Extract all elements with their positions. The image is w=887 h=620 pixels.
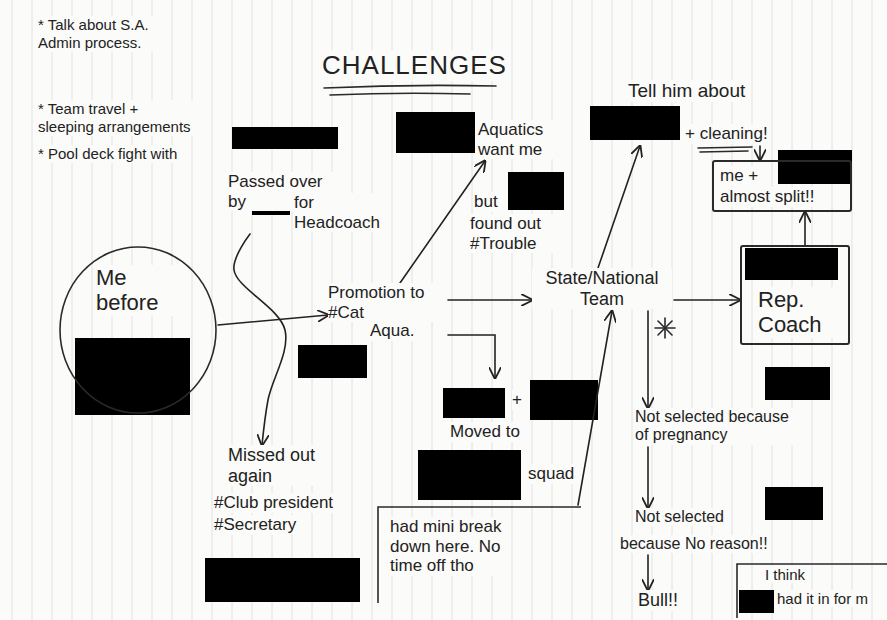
node-text: had it in for m: [777, 590, 868, 607]
bracket-line: [737, 564, 887, 618]
node-text: + cleaning!: [685, 124, 768, 144]
redaction-box: [745, 248, 838, 280]
node-text: Me before: [96, 265, 176, 316]
text-node: Aquatics want me: [478, 120, 560, 161]
redaction-box: [765, 487, 823, 520]
arrow-connector: [647, 311, 649, 408]
arrow-connector: [234, 234, 286, 445]
text-node: + Moved to squad: [440, 378, 576, 486]
redaction-box: [508, 172, 564, 210]
node-text: Aqua.: [370, 321, 414, 341]
bracket-note: I think had it in for m: [735, 562, 887, 618]
node-text: but: [474, 192, 498, 212]
arrow-connector: [448, 335, 495, 378]
text-node: butfound out #Trouble: [470, 192, 560, 255]
node-text: +: [512, 390, 522, 410]
node-text: Bull!!: [638, 590, 678, 611]
redaction-box: [443, 388, 505, 418]
circle-outline: [60, 247, 216, 413]
star-mark: [655, 318, 675, 338]
node-text: for Headcoach: [294, 193, 386, 232]
word-underline: [700, 151, 748, 152]
node-text: I think: [765, 566, 805, 583]
node-text: Not selected: [635, 508, 724, 526]
circle-node: Me before: [58, 245, 218, 415]
title-underline: [324, 85, 496, 88]
word-underline: [698, 147, 752, 148]
arrow-connector: [598, 146, 640, 268]
node-text: because No reason!!: [620, 535, 768, 553]
node-text: Promotion to #Cat: [328, 283, 446, 322]
arrow-connector: [647, 447, 649, 508]
bracket-line: [378, 507, 581, 603]
node-text: Tell him about: [628, 80, 745, 102]
redaction-box: [396, 112, 475, 153]
text-node: Bull!!: [638, 590, 680, 613]
node-text: #Club president: [214, 493, 333, 513]
redaction-box: [765, 367, 830, 400]
node-text: Moved to: [450, 422, 520, 442]
process-box: me +almost split!!: [712, 160, 852, 212]
text-node: Tell him about + cleaning!: [628, 80, 770, 146]
node-text: found out #Trouble: [470, 214, 558, 253]
redaction-box: [778, 150, 852, 184]
note-text: * Pool deck fight with: [38, 145, 177, 163]
text-node: Not selected because No reason!!: [620, 508, 770, 555]
node-text: Not selected because of pregnancy: [635, 408, 803, 445]
process-box: Rep. Coach: [740, 245, 850, 345]
arrow-connector: [448, 299, 532, 301]
node-text: squad: [528, 464, 574, 484]
node-text: had mini break down here. No time off th…: [390, 517, 508, 576]
arrow-connector: [674, 299, 740, 301]
arrow-connector: [647, 555, 649, 590]
node-text: me +: [720, 166, 758, 186]
redactions: [75, 106, 852, 613]
note-text: * Team travel + sleeping arrangements: [38, 100, 196, 136]
redaction-box: [232, 127, 338, 149]
node-text: #Secretary: [214, 515, 296, 535]
node-text: Aquatics want me: [478, 120, 558, 159]
text-node: Not selected because of pregnancy: [635, 408, 805, 447]
redaction-box: [418, 450, 521, 500]
title: CHALLENGES: [322, 50, 507, 81]
node-text: Missed out again: [228, 445, 318, 486]
title-underline: [330, 93, 470, 95]
arrow-connector: [578, 311, 612, 505]
arrow-connector: [759, 146, 761, 160]
text-node: Passed over byfor Headcoach: [228, 172, 388, 234]
redaction-box: [739, 590, 774, 613]
note-text: * Talk about S.A. Admin process.: [38, 16, 163, 52]
arrow-connector: [218, 315, 328, 325]
node-text: Rep. Coach: [758, 287, 838, 338]
text-node: State/National Team: [532, 268, 674, 311]
redaction-box: [590, 106, 680, 140]
node-text: State/National Team: [532, 268, 672, 309]
redaction-box: [530, 380, 598, 420]
arrow-connector: [804, 212, 806, 245]
bracket-note: had mini break down here. No time off th…: [376, 505, 581, 603]
text-node: Missed out again #Club president#Secretar…: [214, 445, 335, 537]
redaction-box: [298, 345, 367, 378]
redaction-box: [205, 558, 360, 602]
text-node: Promotion to #CatAqua.: [328, 283, 448, 343]
node-text: almost split!!: [720, 187, 814, 207]
